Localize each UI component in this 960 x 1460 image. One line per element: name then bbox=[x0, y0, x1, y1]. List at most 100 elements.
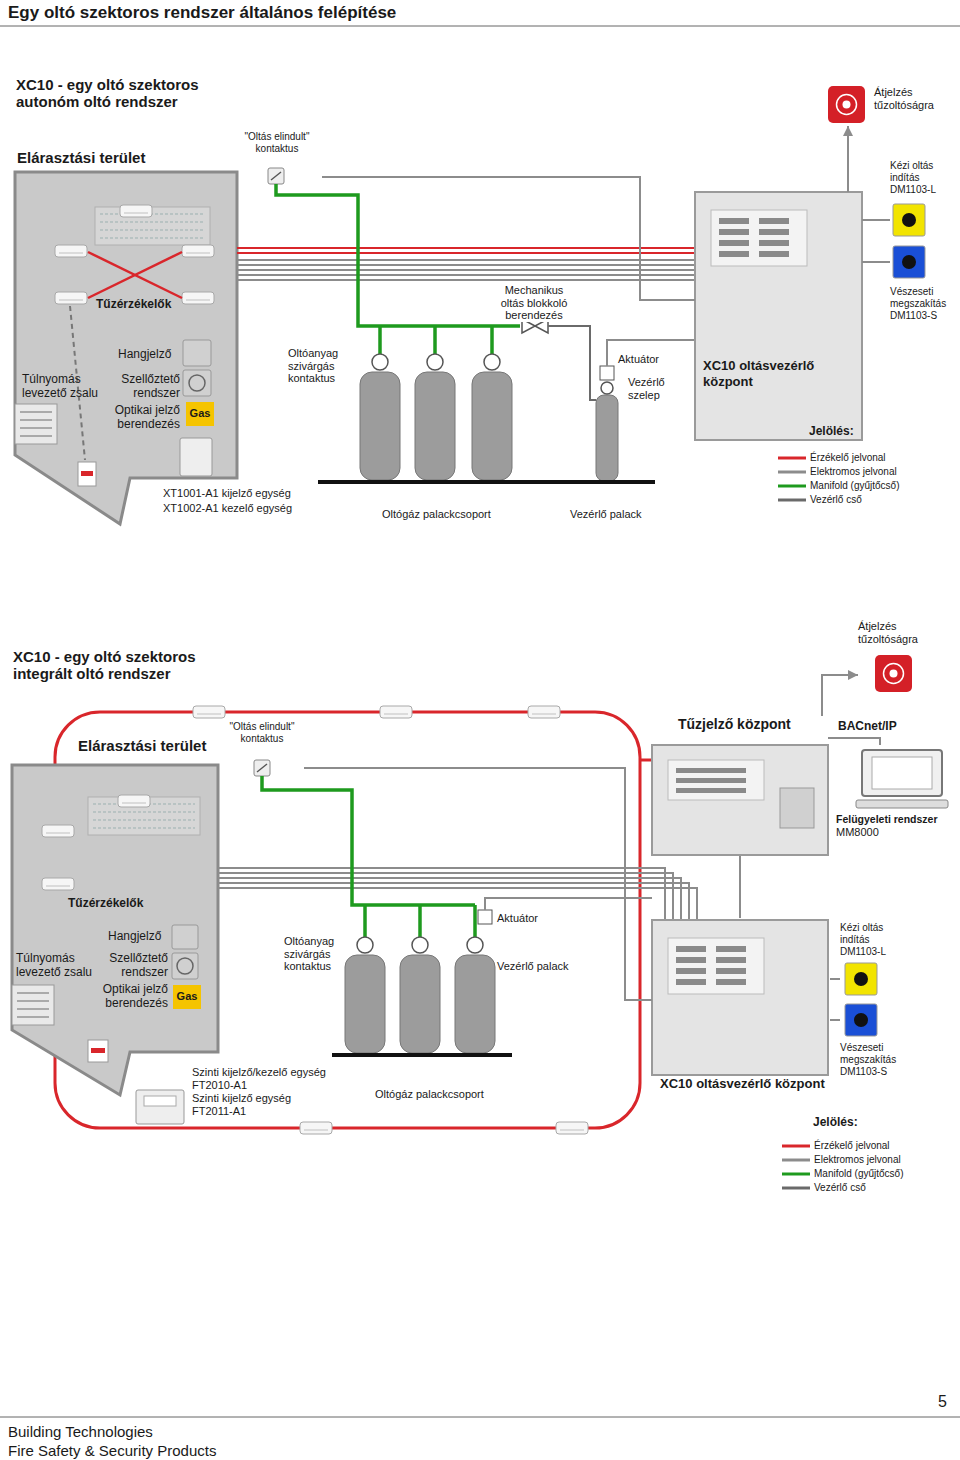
flood-area-outline bbox=[15, 172, 237, 524]
node-text: Elárasztási terület bbox=[78, 737, 222, 755]
node-text: Elárasztási terület bbox=[17, 149, 240, 167]
detector-line bbox=[88, 252, 182, 298]
legend-line bbox=[778, 498, 806, 501]
detector-detail bbox=[59, 253, 83, 254]
signal-line bbox=[218, 878, 681, 920]
legend-line bbox=[778, 470, 806, 473]
node-text: Kézi oltás indítás DM1103-L bbox=[840, 922, 910, 958]
contact-switch bbox=[271, 172, 281, 180]
fire-panel bbox=[652, 745, 828, 855]
pilot-cylinder bbox=[596, 395, 618, 481]
legend-sample bbox=[778, 481, 806, 491]
node-text: XC10 oltásvezérlő központ bbox=[703, 358, 856, 389]
legend-sample bbox=[782, 1141, 810, 1151]
edge-label: BACnet/IP bbox=[836, 720, 899, 734]
cylinder-valve bbox=[372, 354, 388, 370]
legend-text: Elektromos jelvonal bbox=[810, 466, 897, 477]
panel-led-row bbox=[676, 957, 706, 963]
legend-text: Vezérlő cső bbox=[810, 494, 862, 505]
footer-text: Building Technologies bbox=[8, 1423, 153, 1440]
detector-detail bbox=[186, 300, 210, 301]
panel-led-row bbox=[719, 229, 749, 235]
connector bbox=[822, 675, 858, 716]
detector-detail bbox=[384, 714, 408, 715]
manual-call-point bbox=[78, 462, 96, 486]
legend-sample bbox=[782, 1183, 810, 1193]
detector-line bbox=[237, 252, 695, 254]
node-text: Gas bbox=[186, 407, 214, 420]
legend-entry: Vezérlő cső bbox=[782, 1182, 866, 1193]
panel-led-row bbox=[676, 788, 746, 793]
ceiling-grid bbox=[93, 820, 195, 821]
connector bbox=[830, 1019, 840, 1021]
connector bbox=[830, 978, 840, 980]
manifold-drop bbox=[378, 326, 382, 354]
callout-label: Mechanikus oltás blokkoló berendezés bbox=[494, 284, 574, 322]
legend-entry: Elektromos jelvonal bbox=[782, 1154, 901, 1165]
signal-line bbox=[237, 279, 695, 281]
gas-cylinder bbox=[400, 955, 440, 1053]
xt-unit bbox=[180, 438, 212, 476]
legend-sample bbox=[782, 1169, 810, 1179]
node-text: Gas bbox=[173, 990, 201, 1003]
callout-label: Túlnyomás levezető zsalu bbox=[16, 952, 101, 980]
manual-call-point bbox=[88, 1040, 108, 1062]
callout-label: Hangjelző bbox=[108, 930, 161, 944]
signal-line bbox=[218, 868, 665, 920]
signal-line bbox=[237, 274, 695, 276]
floor-display-screen bbox=[144, 1096, 176, 1106]
footer-text: Fire Safety & Security Products bbox=[8, 1442, 216, 1459]
node-text: "Oltás elindult" kontaktus bbox=[220, 721, 304, 745]
cylinder-valve bbox=[427, 354, 443, 370]
detector-detail bbox=[197, 714, 221, 715]
fan-blade bbox=[177, 958, 193, 974]
signal-line bbox=[237, 259, 695, 261]
button-knob bbox=[854, 972, 868, 986]
callout-label: Szellőztető rendszer bbox=[96, 952, 168, 980]
button-knob bbox=[854, 1013, 868, 1027]
diagram-node: Tűzjelző központ bbox=[652, 716, 828, 856]
detector-detail bbox=[59, 300, 83, 301]
legend-entry: Manifold (gyűjtőcső) bbox=[778, 480, 899, 491]
damper-slat bbox=[20, 435, 52, 437]
panel-led-row bbox=[676, 979, 706, 985]
footer-text: 5 bbox=[938, 1393, 947, 1411]
panel-led-row bbox=[716, 957, 746, 963]
legend-line bbox=[782, 1144, 810, 1147]
panel-led-row bbox=[759, 218, 789, 224]
flood-area-outline bbox=[12, 765, 218, 1095]
diagram-node: Átjelzés tűzoltóságra bbox=[858, 620, 954, 652]
legend-text: Elektromos jelvonal bbox=[814, 1154, 901, 1165]
panel-led-row bbox=[759, 240, 789, 246]
legend-text: Manifold (gyűjtőcső) bbox=[814, 1168, 903, 1179]
cylinder-valve bbox=[467, 937, 483, 953]
legend-entry: Manifold (gyűjtőcső) bbox=[782, 1168, 903, 1179]
panel-led-row bbox=[676, 768, 746, 773]
panel-led-row bbox=[719, 218, 749, 224]
button-knob bbox=[902, 213, 916, 227]
gas-cylinder bbox=[345, 955, 385, 1053]
smoke-detector bbox=[182, 245, 214, 257]
actuator bbox=[600, 366, 614, 380]
connector bbox=[739, 856, 741, 918]
floor-display-unit bbox=[136, 1090, 184, 1124]
contact-switch bbox=[257, 764, 267, 772]
detector-detail bbox=[46, 833, 70, 834]
smoke-detector bbox=[193, 706, 225, 718]
legend-text: Érzékelő jelvonal bbox=[810, 452, 886, 463]
connector bbox=[304, 768, 652, 1000]
smoke-detector bbox=[120, 205, 152, 217]
damper-slat bbox=[20, 411, 52, 413]
contact-symbol bbox=[254, 760, 270, 776]
detector-line bbox=[88, 252, 182, 298]
legend-entry: Érzékelő jelvonal bbox=[778, 452, 886, 463]
callout-label: Vezérlő szelep bbox=[628, 376, 673, 401]
control-panel bbox=[652, 920, 828, 1075]
fan-icon bbox=[172, 953, 198, 979]
diagram-node: Gas Elárasztási terület bbox=[12, 146, 240, 508]
contact-symbol bbox=[268, 168, 284, 184]
panel-led-row bbox=[716, 946, 746, 952]
manual-release-button bbox=[845, 963, 877, 995]
callout-label: Oltóanyag szivárgás kontaktus bbox=[284, 935, 342, 973]
